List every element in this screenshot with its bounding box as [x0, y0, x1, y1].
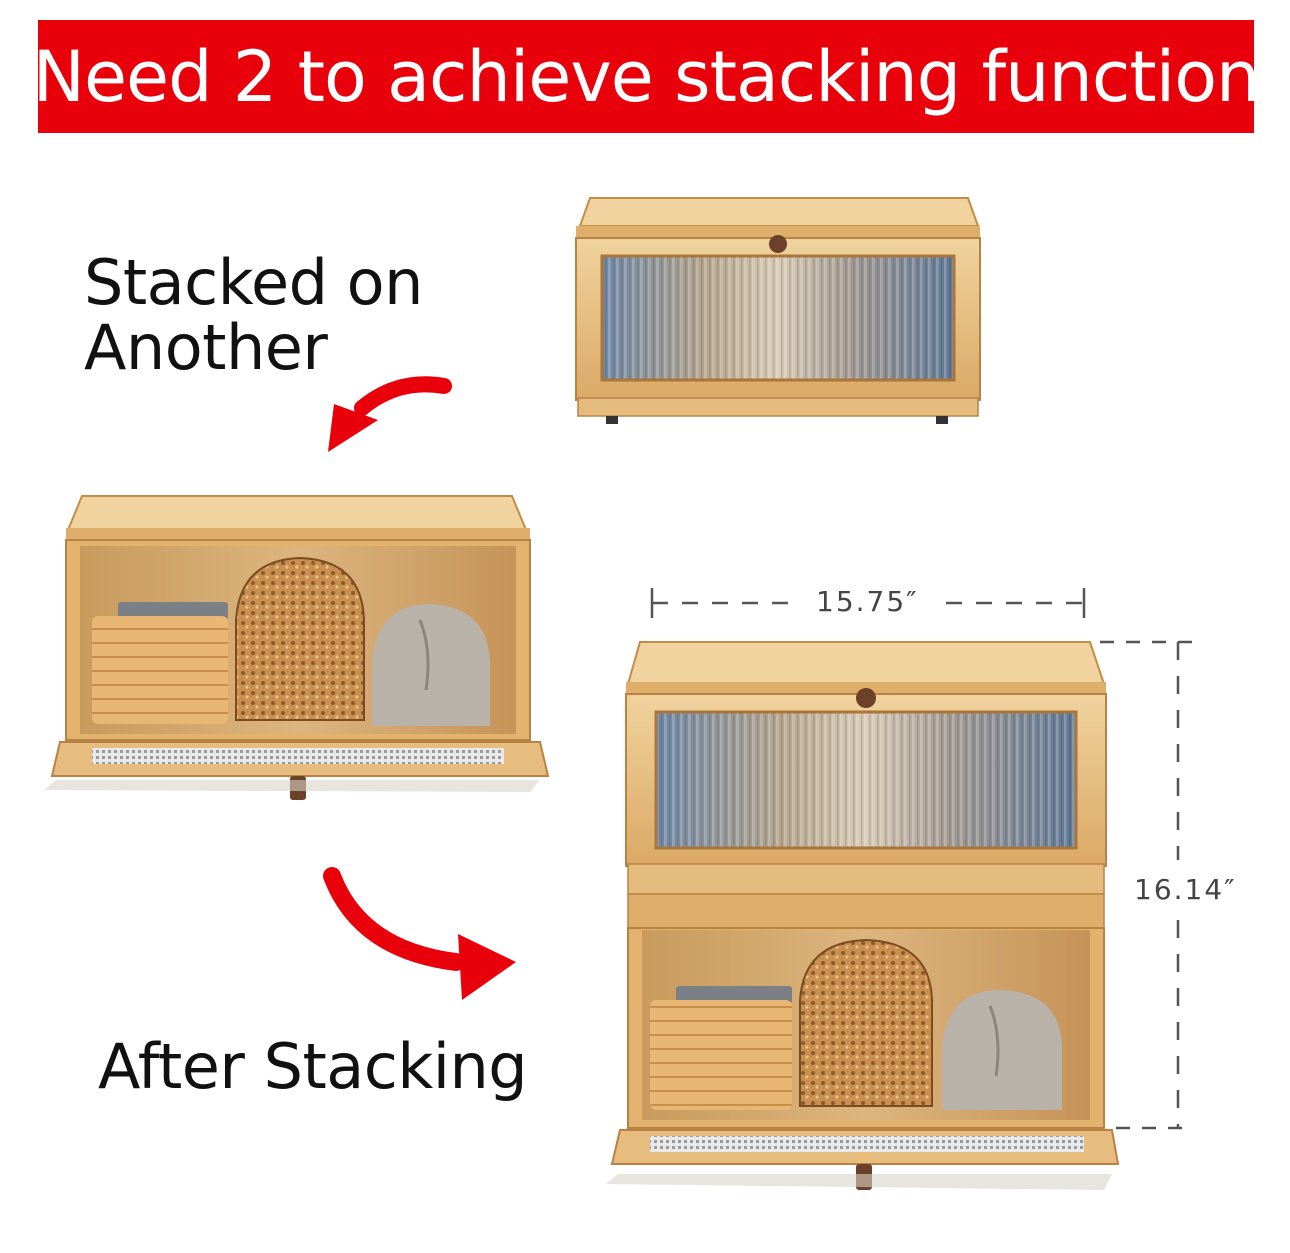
single-box-closed [575, 197, 981, 424]
caption-stacked-line2: Another [84, 311, 328, 385]
open-box-left [44, 495, 550, 800]
width-dimension-line [650, 588, 1086, 618]
width-dimension-label: 15.75″ [808, 585, 927, 618]
stacked-boxes [606, 641, 1120, 1190]
seeded-loaf [235, 556, 365, 721]
height-dimension-line [1100, 640, 1192, 1130]
arrow-down-right-icon [323, 867, 516, 1000]
knob-icon [856, 688, 876, 708]
sliced-bread [92, 602, 228, 724]
round-loaf [372, 604, 490, 726]
caption-stacked-line1: Stacked on [84, 246, 423, 319]
knob-icon [769, 235, 787, 253]
arrow-down-left-icon [328, 376, 452, 452]
caption-after-stacking: After Stacking [98, 1030, 528, 1103]
banner-text: Need 2 to achieve stacking function [32, 35, 1261, 118]
height-dimension-label: 16.14″ [1128, 869, 1243, 910]
caption-stacked: Stacked on Another [84, 250, 423, 380]
title-banner: Need 2 to achieve stacking function [33, 20, 1260, 133]
